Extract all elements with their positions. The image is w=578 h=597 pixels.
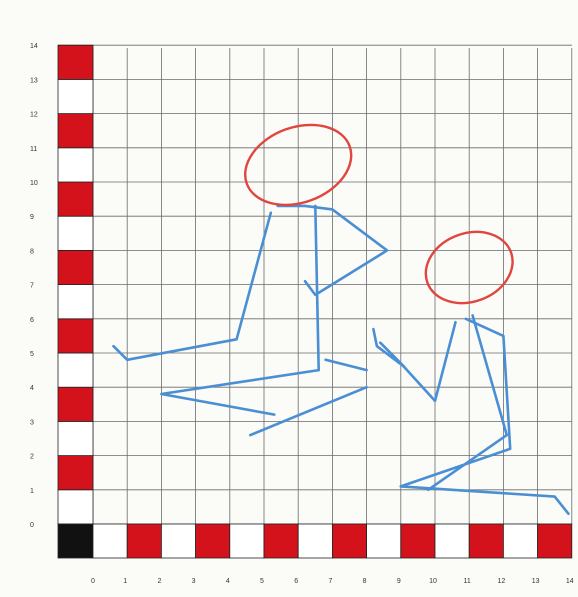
x-tick-label: 13	[532, 578, 540, 585]
y-tick-label: 6	[30, 317, 34, 324]
x-tick-label: 14	[566, 578, 574, 585]
x-tick-label: 2	[157, 578, 161, 585]
x-axis-checker-row	[58, 524, 572, 558]
y-axis-red-square	[58, 250, 93, 284]
x-axis-red-square	[127, 524, 161, 558]
y-tick-label: 8	[30, 248, 34, 255]
y-tick-label: 1	[30, 488, 34, 495]
x-tick-label: 6	[294, 578, 298, 585]
x-axis-white-square	[230, 524, 264, 558]
x-axis-white-square	[161, 524, 195, 558]
y-tick-label: 4	[30, 385, 34, 392]
x-axis-red-square	[401, 524, 435, 558]
x-tick-label: 10	[429, 578, 437, 585]
x-tick-label: 0	[91, 578, 95, 585]
y-axis-white-square	[58, 490, 93, 524]
x-axis-white-square	[367, 524, 401, 558]
x-tick-label: 12	[498, 578, 506, 585]
y-axis-white-square	[58, 79, 93, 113]
y-axis-red-square	[58, 114, 93, 148]
x-axis-white-square	[435, 524, 469, 558]
x-axis-red-square	[538, 524, 572, 558]
origin-black-square	[58, 524, 93, 558]
y-tick-label: 10	[30, 180, 38, 187]
y-axis-red-square	[58, 45, 93, 79]
x-tick-label: 11	[464, 578, 471, 585]
x-axis-white-square	[298, 524, 332, 558]
x-tick-label: 8	[363, 578, 367, 585]
x-axis-red-square	[196, 524, 230, 558]
y-axis-red-square	[58, 456, 93, 490]
y-tick-label: 13	[30, 77, 38, 84]
x-axis-red-square	[332, 524, 366, 558]
y-axis-white-square	[58, 421, 93, 455]
x-axis-red-square	[469, 524, 503, 558]
y-tick-label: 0	[30, 522, 34, 529]
y-axis-red-square	[58, 319, 93, 353]
x-axis-white-square	[503, 524, 537, 558]
y-tick-label: 11	[30, 146, 37, 153]
y-tick-label: 3	[30, 419, 34, 426]
x-tick-label: 3	[192, 578, 196, 585]
x-axis-red-square	[264, 524, 298, 558]
x-tick-label: 9	[397, 578, 401, 585]
x-tick-label: 1	[123, 578, 127, 585]
x-tick-label: 4	[226, 578, 230, 585]
y-tick-label: 5	[30, 351, 34, 358]
y-axis-red-square	[58, 387, 93, 421]
y-axis-white-square	[58, 216, 93, 250]
y-tick-label: 7	[30, 283, 34, 290]
y-tick-label: 12	[30, 112, 38, 119]
y-tick-label: 14	[30, 43, 38, 50]
y-axis-checker-column	[58, 45, 93, 524]
y-axis-white-square	[58, 148, 93, 182]
y-axis-white-square	[58, 353, 93, 387]
y-axis-red-square	[58, 182, 93, 216]
x-tick-label: 7	[328, 578, 332, 585]
x-tick-label: 5	[260, 578, 264, 585]
y-tick-label: 9	[30, 214, 34, 221]
y-tick-label: 2	[30, 454, 34, 461]
y-axis-white-square	[58, 285, 93, 319]
x-axis-white-square	[93, 524, 127, 558]
